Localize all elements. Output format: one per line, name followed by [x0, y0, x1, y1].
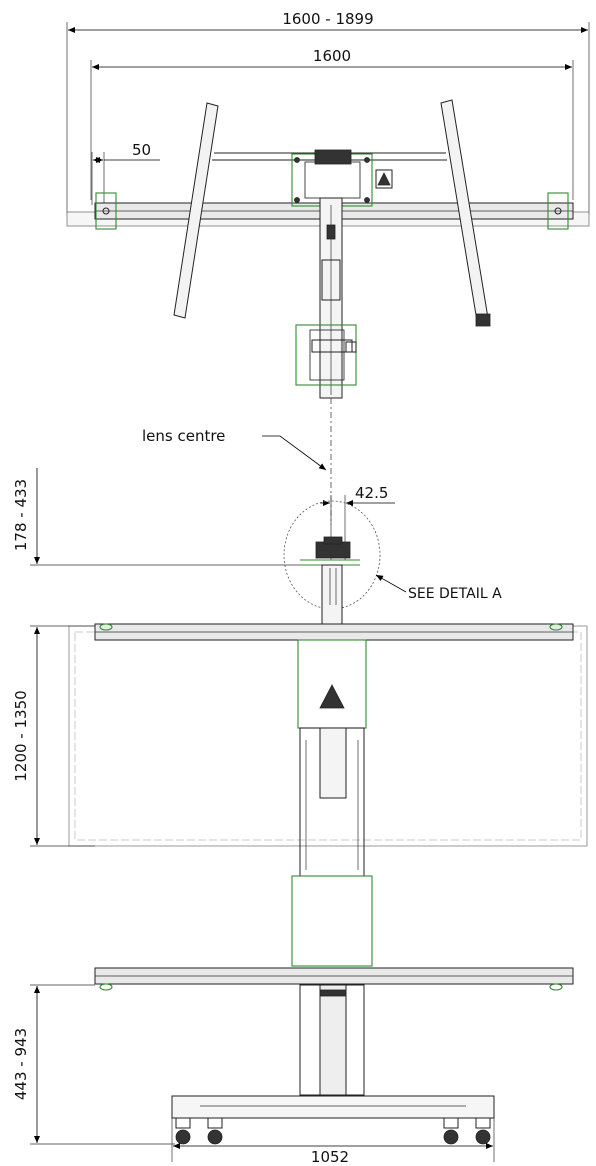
projector-front	[315, 541, 351, 559]
upper-carriage	[297, 639, 367, 729]
mount-bolt-1	[294, 157, 300, 163]
mount-frame	[304, 161, 361, 199]
right-bracket-bolt	[554, 207, 562, 215]
caster-mount-2	[207, 1117, 223, 1129]
bottom-rail-clip-left	[99, 983, 113, 991]
caster-mount-3	[443, 1117, 459, 1129]
projector-head	[314, 149, 352, 165]
lower-clamp-inner	[309, 329, 345, 381]
lower-clamp-bar	[311, 339, 353, 353]
dim-base-width-label: 1052	[311, 1148, 349, 1166]
right-leg-foot	[475, 313, 491, 327]
caster-mount-1	[175, 1117, 191, 1129]
lens-centre-leader	[262, 435, 327, 471]
detail-a-label: SEE DETAIL A	[408, 586, 502, 602]
left-diagonal-leg	[173, 102, 219, 319]
warning-triangle-front-icon	[319, 684, 345, 709]
dim-base-height-label: 443 - 943	[12, 1028, 30, 1100]
lens-centre-label: lens centre	[142, 427, 225, 445]
bottom-rail-clip-right	[549, 983, 563, 991]
caster-wheel-1	[175, 1129, 191, 1145]
dim-lens-height-label: 178 - 433	[12, 479, 30, 551]
lens-centre-callout: lens centre	[142, 427, 327, 471]
lower-clamp-label	[345, 341, 357, 353]
left-bracket-bolt	[102, 207, 110, 215]
caster-wheel-2	[207, 1129, 223, 1145]
top-rail-clip-left	[99, 623, 113, 631]
caster-mount-4	[475, 1117, 491, 1129]
dim-board-height-label: 1200 - 1350	[12, 690, 30, 781]
upper-mast	[321, 564, 343, 626]
top-view: 1600 - 1899 1600 50	[66, 10, 590, 525]
left-end-bracket	[95, 192, 117, 230]
caster-wheel-4	[475, 1129, 491, 1145]
mount-bolt-2	[364, 157, 370, 163]
dim-bracket-offset-label: 50	[132, 141, 151, 159]
base-frame	[171, 1095, 495, 1119]
detail-a-leader	[375, 574, 407, 593]
warning-triangle-icon	[377, 172, 391, 186]
dim-outer-width-label: 1600 - 1899	[282, 10, 373, 28]
boom-section	[321, 259, 341, 301]
caster-wheel-3	[443, 1129, 459, 1145]
dim-inner-width-label: 1600	[313, 47, 351, 65]
lower-column-inner	[319, 984, 347, 1096]
mount-bolt-4	[364, 197, 370, 203]
front-view: 42.5 SEE DETAIL A 178 - 433	[12, 468, 588, 1166]
lower-carriage	[291, 875, 373, 967]
dim-lens-offset-label: 42.5	[355, 484, 388, 502]
lower-clamp	[295, 324, 357, 386]
column-inner	[319, 727, 347, 799]
projector-lens	[323, 536, 343, 545]
mount-bolt-3	[294, 197, 300, 203]
right-end-bracket	[547, 192, 569, 230]
top-rail-clip-right	[549, 623, 563, 631]
column-collar	[319, 989, 347, 997]
boom-slot	[326, 224, 336, 240]
